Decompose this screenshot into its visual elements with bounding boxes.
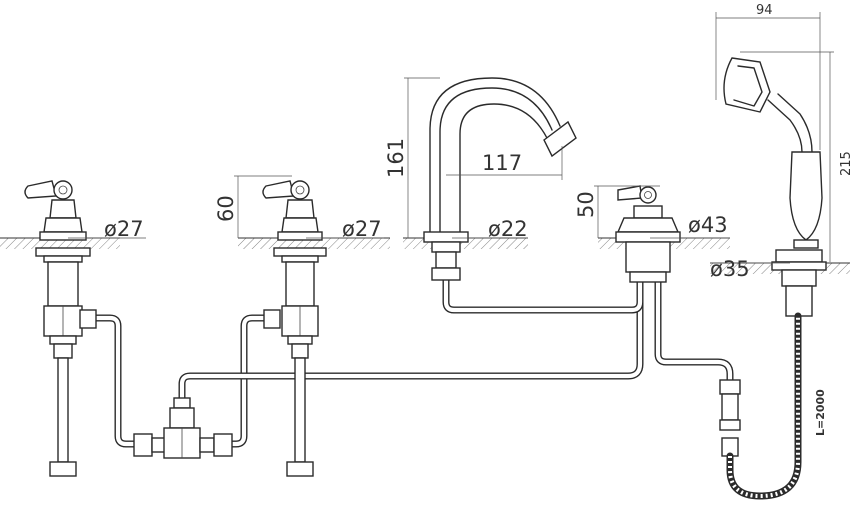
dimension-labels: 60 161 117 50 94 215 L=2000 ø27 ø27 ø22 … bbox=[104, 3, 854, 436]
left-valve bbox=[24, 180, 97, 477]
shower-hose bbox=[719, 312, 802, 500]
dim-diverter-height: 50 bbox=[574, 191, 598, 218]
dim-diameter-valve-left: ø27 bbox=[104, 217, 144, 241]
dim-handshower-height: 215 bbox=[839, 151, 854, 176]
connecting-pipes bbox=[90, 264, 734, 448]
dim-hose-length: L=2000 bbox=[814, 389, 827, 436]
dim-spout-height: 161 bbox=[384, 138, 408, 178]
dim-diameter-diverter: ø43 bbox=[688, 213, 728, 237]
dimension-lines bbox=[68, 12, 834, 264]
right-valve bbox=[262, 180, 327, 477]
dim-diameter-hose-holder: ø35 bbox=[710, 257, 750, 281]
dim-handshower-width: 94 bbox=[756, 3, 773, 18]
dim-diameter-valve-right: ø27 bbox=[342, 217, 382, 241]
dim-valve-height: 60 bbox=[214, 195, 238, 222]
dim-diameter-spout: ø22 bbox=[488, 217, 528, 241]
hand-shower bbox=[723, 57, 827, 317]
dim-spout-reach: 117 bbox=[482, 151, 522, 175]
diverter-valve bbox=[615, 185, 681, 283]
t-piece-connector bbox=[133, 397, 233, 459]
spout bbox=[423, 77, 577, 281]
